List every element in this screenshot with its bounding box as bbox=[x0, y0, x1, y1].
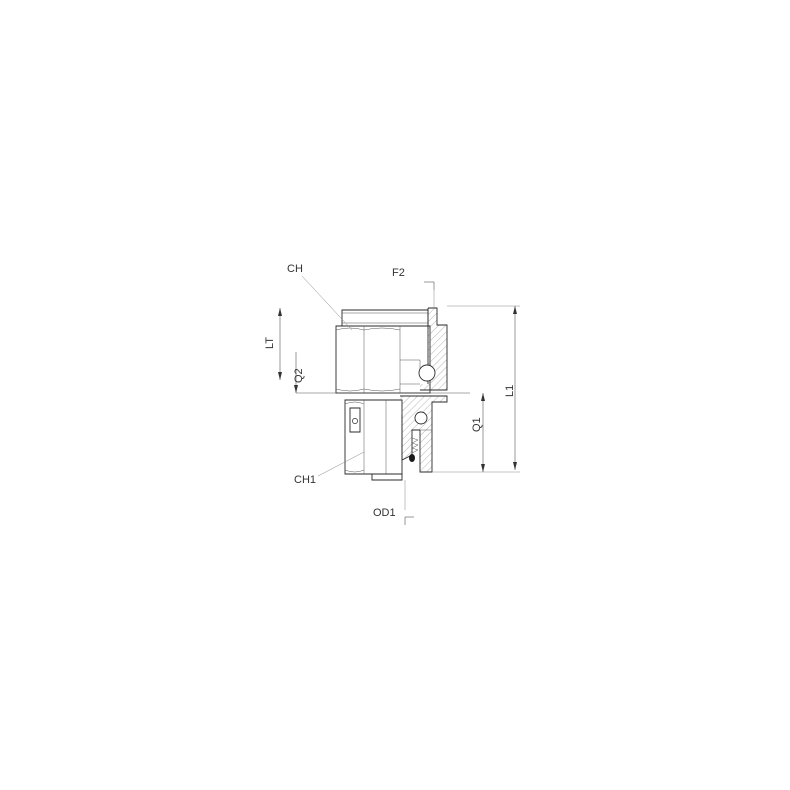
label-ch: CH bbox=[287, 263, 303, 275]
seal-blob bbox=[409, 454, 415, 462]
upper-cross-section bbox=[418, 307, 448, 391]
dimension-od1-marker bbox=[404, 480, 414, 525]
o-ring-lower bbox=[414, 411, 428, 425]
label-q2: Q2 bbox=[293, 368, 305, 383]
leader-ch bbox=[301, 275, 353, 331]
upper-hex-nut bbox=[335, 309, 431, 394]
label-ch1: CH1 bbox=[294, 474, 316, 486]
lower-hex-body bbox=[344, 399, 403, 481]
leader-ch1 bbox=[317, 451, 365, 477]
label-l1: L1 bbox=[504, 385, 516, 397]
label-od1: OD1 bbox=[373, 507, 396, 519]
dimension-q2 bbox=[294, 352, 298, 393]
lower-cross-section bbox=[400, 395, 448, 473]
label-f2: F2 bbox=[392, 267, 405, 279]
dimension-f2-marker bbox=[424, 281, 435, 308]
o-ring-upper bbox=[418, 364, 436, 382]
dimension-q1 bbox=[481, 393, 485, 472]
dimension-lt bbox=[278, 308, 282, 380]
label-q1: Q1 bbox=[471, 417, 483, 432]
dimension-l1 bbox=[432, 305, 520, 473]
side-hole bbox=[352, 418, 358, 424]
label-lt: LT bbox=[264, 337, 276, 349]
